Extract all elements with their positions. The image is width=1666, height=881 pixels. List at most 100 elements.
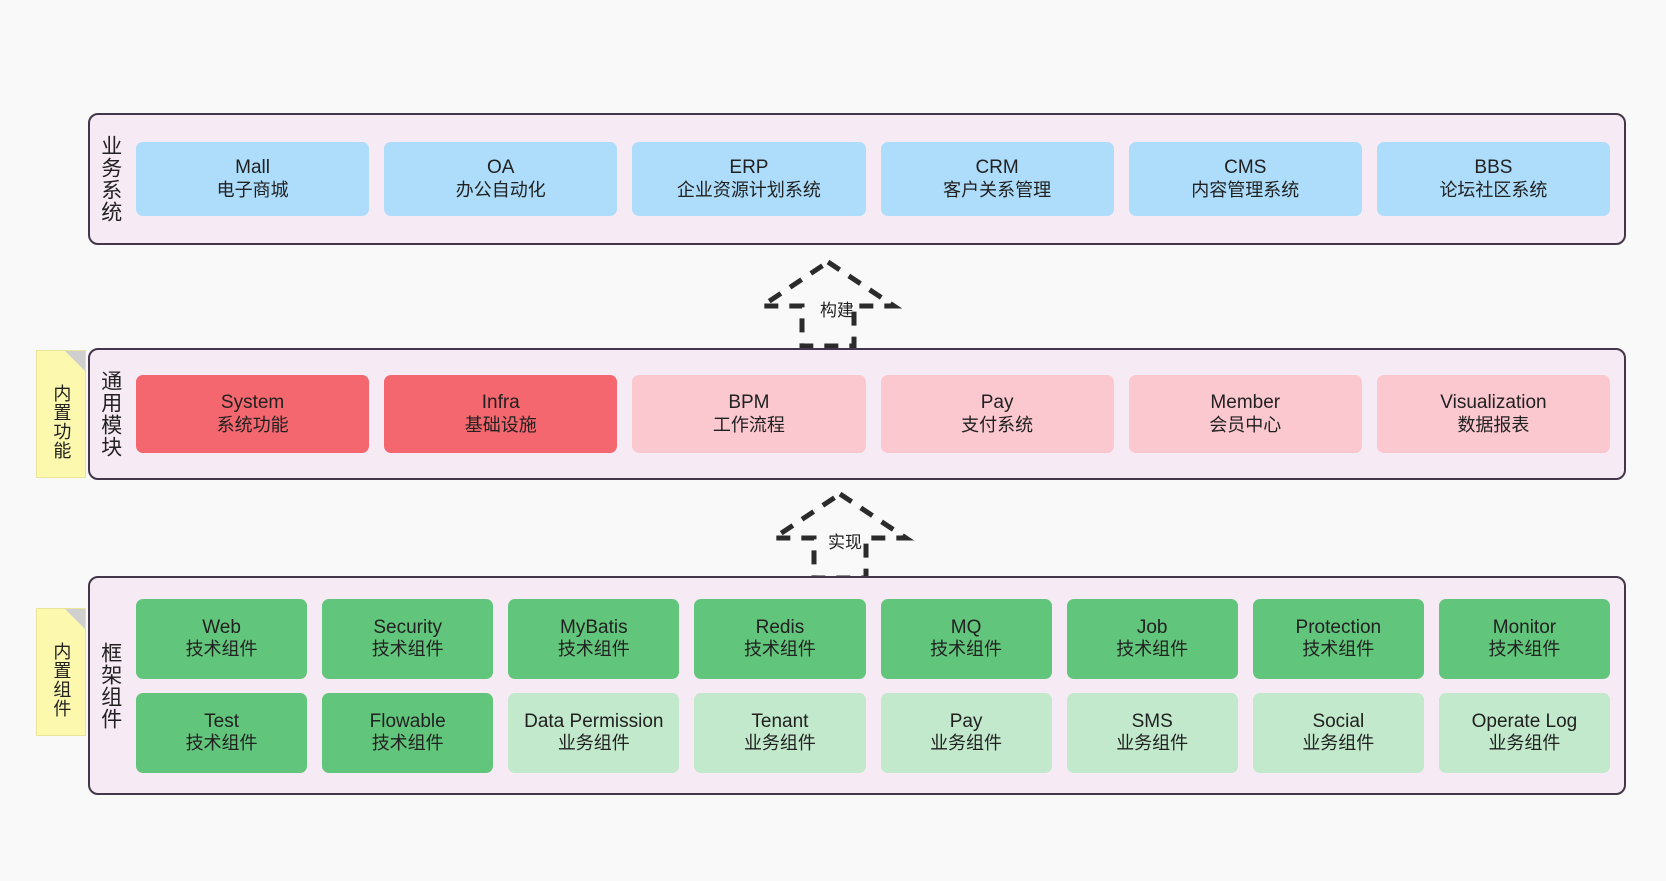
card-infra[interactable]: Infra 基础设施 <box>384 375 618 453</box>
card-name: MQ <box>950 616 982 638</box>
card-name: Data Permission <box>524 710 664 732</box>
card-bbs[interactable]: BBS 论坛社区系统 <box>1376 142 1611 216</box>
layer-business-systems[interactable]: 业务系统 Mall 电子商城 OA 办公自动化 ERP 企业资源计划系统 CRM… <box>88 113 1626 245</box>
card-name: Test <box>204 710 239 732</box>
card-desc: 业务组件 <box>1488 733 1561 754</box>
card-desc: 基础设施 <box>464 414 537 435</box>
layer-title-framework: 框架组件 <box>98 641 122 730</box>
card-desc: 企业资源计划系统 <box>676 179 821 200</box>
note-text: 内置组件 <box>51 642 72 718</box>
card-name: Social <box>1312 710 1365 732</box>
card-desc: 业务组件 <box>743 733 816 754</box>
card-desc: 技术组件 <box>930 639 1003 660</box>
card-desc: 技术组件 <box>371 733 444 754</box>
card-desc: 技术组件 <box>185 639 258 660</box>
card-pay-module[interactable]: Pay 支付系统 <box>880 375 1114 453</box>
card-redis[interactable]: Redis 技术组件 <box>694 598 866 679</box>
card-name: MyBatis <box>560 616 628 638</box>
note-fold-corner-icon <box>65 351 85 371</box>
layer-framework-components[interactable]: 框架组件 Web 技术组件 Security 技术组件 MyBatis 技术组件… <box>88 576 1626 795</box>
card-system[interactable]: System 系统功能 <box>136 375 370 453</box>
card-social[interactable]: Social 业务组件 <box>1252 692 1424 773</box>
card-sms[interactable]: SMS 业务组件 <box>1066 692 1238 773</box>
card-name: ERP <box>729 157 769 179</box>
card-desc: 客户关系管理 <box>943 179 1052 200</box>
card-desc: 技术组件 <box>1488 639 1561 660</box>
card-desc: 业务组件 <box>1116 733 1189 754</box>
card-cms[interactable]: CMS 内容管理系统 <box>1128 142 1362 216</box>
note-fold-corner-icon <box>65 609 85 629</box>
card-job[interactable]: Job 技术组件 <box>1066 598 1238 679</box>
card-desc: 论坛社区系统 <box>1439 179 1548 200</box>
card-name: Monitor <box>1492 616 1557 638</box>
card-mall[interactable]: Mall 电子商城 <box>136 142 370 216</box>
card-name: Member <box>1210 392 1281 414</box>
card-flowable[interactable]: Flowable 技术组件 <box>322 692 494 773</box>
card-name: Mall <box>235 157 270 179</box>
card-name: System <box>220 392 285 414</box>
card-desc: 电子商城 <box>216 179 289 200</box>
card-monitor[interactable]: Monitor 技术组件 <box>1438 598 1610 679</box>
card-row: Mall 电子商城 OA 办公自动化 ERP 企业资源计划系统 CRM 客户关系… <box>136 142 1611 216</box>
card-oa[interactable]: OA 办公自动化 <box>384 142 618 216</box>
card-erp[interactable]: ERP 企业资源计划系统 <box>632 142 866 216</box>
card-desc: 数据报表 <box>1457 414 1530 435</box>
card-protection[interactable]: Protection 技术组件 <box>1252 598 1424 679</box>
card-name: CMS <box>1224 157 1267 179</box>
card-web[interactable]: Web 技术组件 <box>136 598 308 679</box>
layer-title-business: 业务系统 <box>98 135 122 223</box>
card-data-permission[interactable]: Data Permission 业务组件 <box>508 692 680 773</box>
card-operate-log[interactable]: Operate Log 业务组件 <box>1438 692 1610 773</box>
card-desc: 内容管理系统 <box>1191 179 1300 200</box>
card-tenant[interactable]: Tenant 业务组件 <box>694 692 866 773</box>
arrow-implement: 实现 <box>765 490 915 582</box>
card-name: Infra <box>481 392 520 414</box>
card-name: CRM <box>975 157 1019 179</box>
arrow-label-implement: 实现 <box>828 533 862 552</box>
card-desc: 支付系统 <box>961 414 1034 435</box>
card-name: Operate Log <box>1471 710 1578 732</box>
card-name: Protection <box>1295 616 1382 638</box>
card-pay-component[interactable]: Pay 业务组件 <box>880 692 1052 773</box>
card-name: Web <box>202 616 241 638</box>
card-test[interactable]: Test 技术组件 <box>136 692 308 773</box>
card-desc: 系统功能 <box>216 414 289 435</box>
card-visualization[interactable]: Visualization 数据报表 <box>1376 375 1611 453</box>
card-name: Tenant <box>751 710 809 732</box>
card-crm[interactable]: CRM 客户关系管理 <box>880 142 1114 216</box>
card-desc: 技术组件 <box>1302 639 1375 660</box>
card-mq[interactable]: MQ 技术组件 <box>880 598 1052 679</box>
card-name: Job <box>1136 616 1168 638</box>
layer-body-modules: System 系统功能 Infra 基础设施 BPM 工作流程 Pay 支付系统… <box>130 350 1624 478</box>
card-name: Security <box>373 616 442 638</box>
card-desc: 业务组件 <box>1302 733 1375 754</box>
note-builtin-functions[interactable]: 内置功能 <box>36 350 86 478</box>
card-desc: 工作流程 <box>712 414 785 435</box>
card-member[interactable]: Member 会员中心 <box>1128 375 1362 453</box>
card-desc: 技术组件 <box>743 639 816 660</box>
note-builtin-components[interactable]: 内置组件 <box>36 608 86 736</box>
card-desc: 会员中心 <box>1209 414 1282 435</box>
card-row: Web 技术组件 Security 技术组件 MyBatis 技术组件 Redi… <box>136 598 1610 679</box>
card-name: SMS <box>1131 710 1173 732</box>
card-name: Pay <box>980 392 1014 414</box>
card-name: BBS <box>1474 157 1513 179</box>
arrow-label-build: 构建 <box>820 301 854 320</box>
card-mybatis[interactable]: MyBatis 技术组件 <box>508 598 680 679</box>
note-text: 内置功能 <box>51 384 72 460</box>
card-desc: 技术组件 <box>185 733 258 754</box>
card-desc: 办公自动化 <box>455 179 546 200</box>
layer-title-modules: 通用模块 <box>98 370 122 458</box>
card-name: Flowable <box>369 710 446 732</box>
card-name: Redis <box>755 616 805 638</box>
card-row: System 系统功能 Infra 基础设施 BPM 工作流程 Pay 支付系统… <box>136 375 1611 453</box>
card-name: OA <box>487 157 515 179</box>
card-security[interactable]: Security 技术组件 <box>322 598 494 679</box>
card-bpm[interactable]: BPM 工作流程 <box>632 375 866 453</box>
layer-body-business: Mall 电子商城 OA 办公自动化 ERP 企业资源计划系统 CRM 客户关系… <box>130 115 1624 243</box>
card-desc: 技术组件 <box>371 639 444 660</box>
arrow-build: 构建 <box>753 258 903 350</box>
layer-common-modules[interactable]: 通用模块 System 系统功能 Infra 基础设施 BPM 工作流程 Pay… <box>88 348 1626 480</box>
layer-body-framework: Web 技术组件 Security 技术组件 MyBatis 技术组件 Redi… <box>130 578 1624 793</box>
